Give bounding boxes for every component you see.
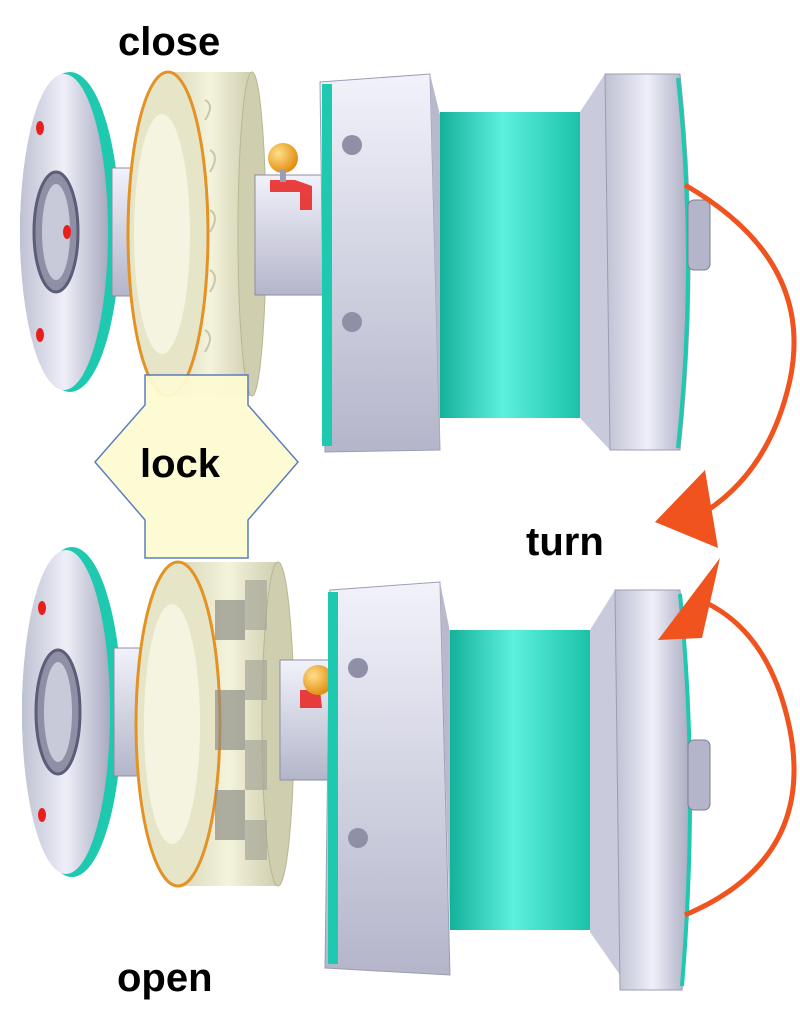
closed-assembly [20, 70, 711, 453]
valve-body-top [319, 73, 711, 453]
valve-body-bottom [324, 581, 711, 991]
lock-arrow-icon [94, 374, 299, 559]
bolt-hole-icon [38, 601, 46, 615]
open-label: open [117, 956, 213, 1000]
bolt-hole-icon [36, 328, 44, 342]
turn-label: turn [526, 520, 604, 564]
coupling-ring-top [126, 70, 267, 398]
turn-arrow-icon [655, 182, 797, 918]
bolt-hole-icon [36, 121, 44, 135]
open-assembly [22, 547, 711, 991]
lock-label: lock [140, 442, 221, 486]
pin-ball-icon [303, 665, 333, 695]
bolt-hole-icon [63, 225, 71, 239]
close-label: close [118, 20, 221, 64]
pin-ball-icon [268, 143, 298, 173]
bolt-hole-icon [38, 808, 46, 822]
coupling-ring-bottom [134, 560, 295, 888]
left-flange-bottom [22, 547, 122, 877]
left-flange-top [20, 72, 120, 392]
